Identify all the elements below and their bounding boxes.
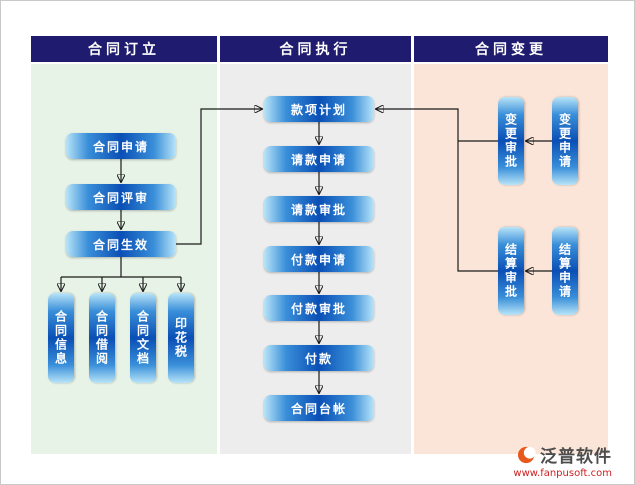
- flow-box-change-request: 变更申请: [552, 97, 578, 185]
- column-header-change: 合同变更: [414, 36, 608, 62]
- column-header-establishment: 合同订立: [31, 36, 217, 62]
- brand-name: 泛普软件: [540, 447, 612, 467]
- flow-box-change-approval: 变更审批: [498, 97, 524, 185]
- column-body-establishment: [31, 64, 217, 454]
- flow-box-payment-plan: 款项计划: [264, 96, 374, 122]
- flow-box-payment-approval: 付款审批: [264, 295, 374, 321]
- fanpu-logo-icon: [518, 446, 536, 463]
- flow-box-payment-application: 付款申请: [264, 246, 374, 272]
- column-header-execution: 合同执行: [220, 36, 411, 62]
- flow-box-contract-application: 合同申请: [66, 133, 176, 159]
- flow-box-settlement-approval: 结算审批: [498, 227, 524, 315]
- flow-box-contract-review: 合同评审: [66, 184, 176, 210]
- flow-box-payment-request-application: 请款申请: [264, 146, 374, 172]
- flow-box-payment: 付款: [264, 345, 374, 371]
- flow-box-settlement-request: 结算申请: [552, 227, 578, 315]
- flow-box-contract-borrowing: 合同借阅: [89, 293, 115, 383]
- flow-box-stamp-tax: 印花税: [168, 293, 194, 383]
- footer-watermark: 泛普软件 www.fanpusoft.com: [513, 442, 612, 479]
- flow-box-contract-ledger: 合同台帐: [264, 395, 374, 421]
- flow-box-contract-documents: 合同文档: [130, 293, 156, 383]
- flow-box-payment-request-approval: 请款审批: [264, 196, 374, 222]
- flow-box-contract-effective: 合同生效: [66, 231, 176, 257]
- flow-box-contract-info: 合同信息: [48, 293, 74, 383]
- brand-url: www.fanpusoft.com: [513, 468, 612, 479]
